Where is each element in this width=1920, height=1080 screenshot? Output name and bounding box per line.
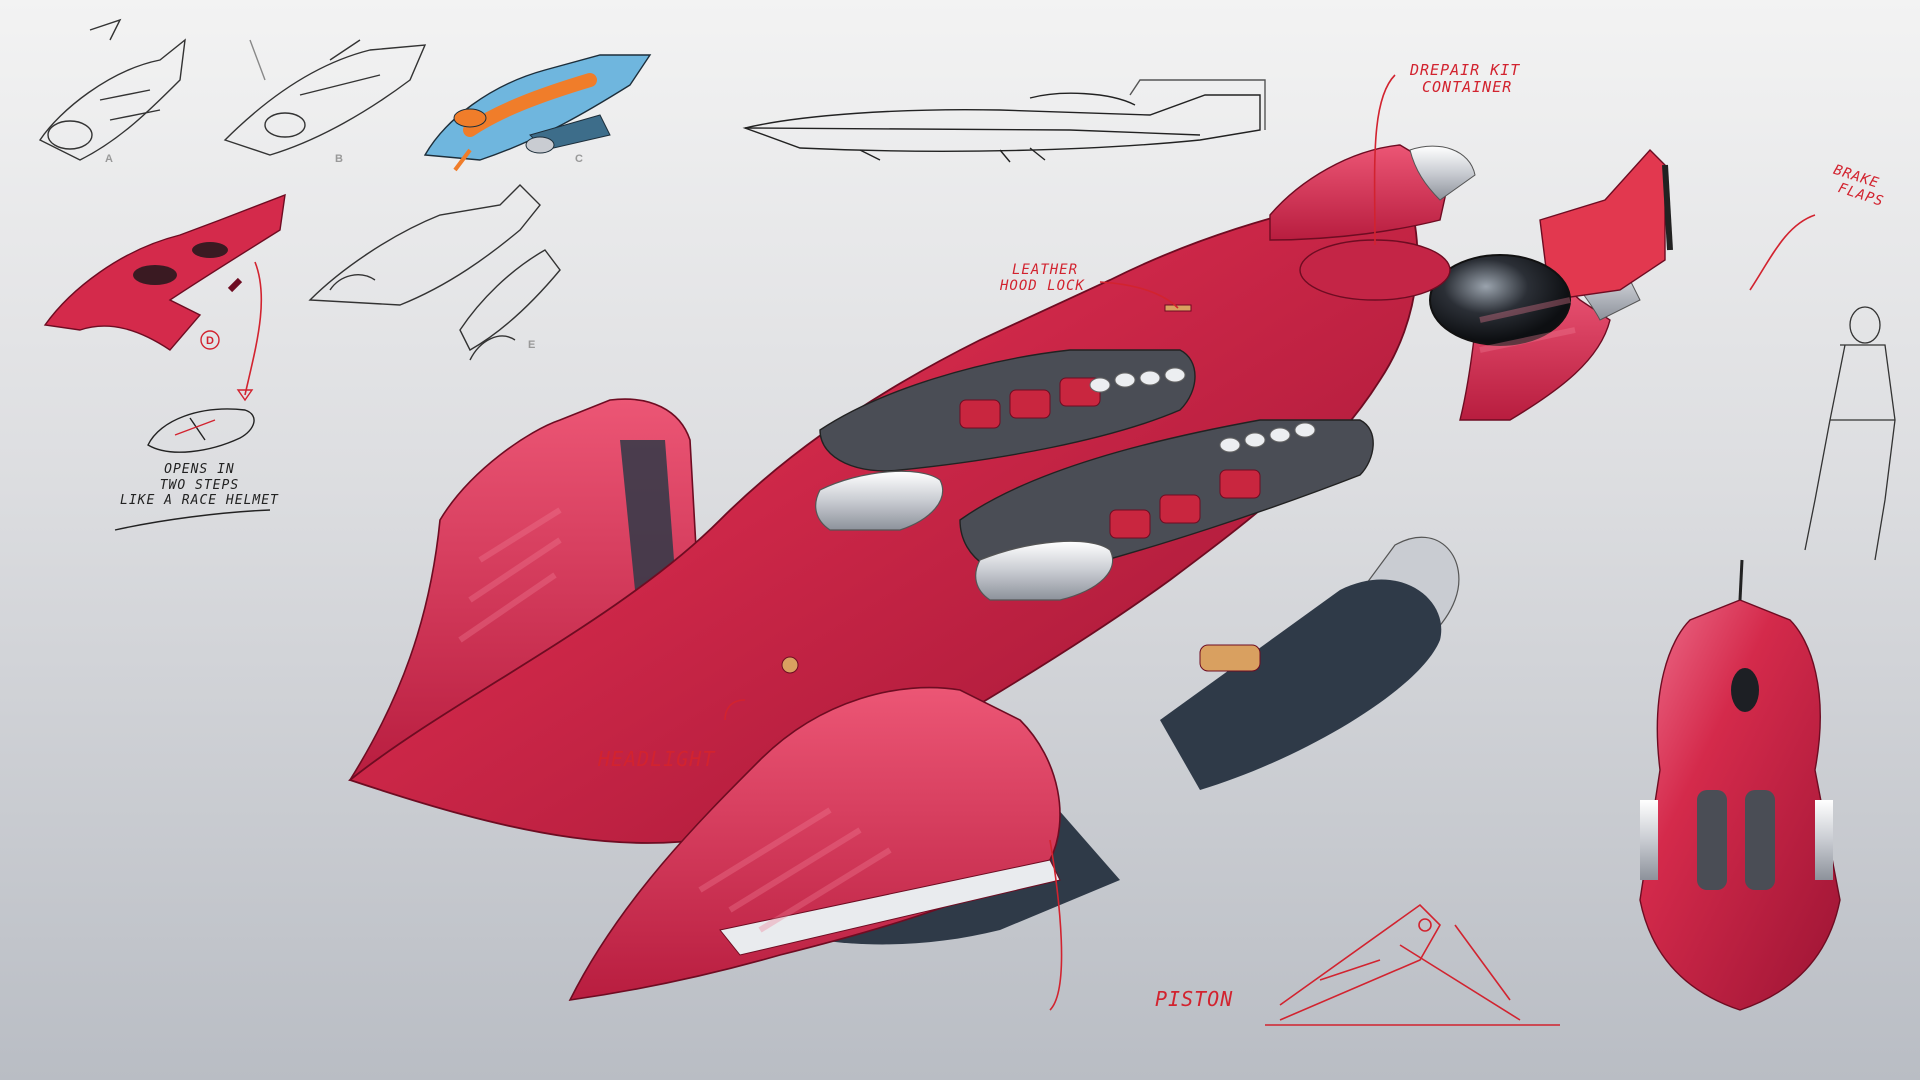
annotation-repair-kit-line2: CONTAINER	[1422, 78, 1513, 97]
sketch-variant-c	[423, 54, 652, 172]
annotation-leaders	[724, 74, 1816, 1011]
arrow-d-to-helmet	[244, 261, 263, 396]
annotation-helmet-note: OPENS IN TWO STEPS LIKE A RACE HELMET	[120, 462, 279, 509]
headlight-right	[1199, 644, 1261, 672]
annotation-leather-line2: HOOD LOCK	[1000, 278, 1085, 295]
annotation-piston: PISTON	[1155, 987, 1234, 1011]
piston-diagram	[1265, 903, 1560, 1026]
annotation-headlight: HEADLIGHT	[598, 747, 716, 771]
sketch-variant-d	[43, 193, 286, 351]
helmet-note-line1: OPENS IN	[164, 462, 235, 477]
sketch-variant-b	[223, 39, 427, 156]
main-ship	[348, 144, 1673, 1002]
variant-letter-b: B	[335, 153, 343, 165]
right-front-wing	[568, 686, 1061, 1002]
repair-kit-hatch	[1299, 239, 1451, 301]
helmet-note-line2: TWO STEPS	[159, 477, 240, 493]
scale-figure-sketch	[1804, 306, 1896, 561]
side-view-sketch	[742, 79, 1266, 163]
variant-letter-d: D	[206, 335, 214, 347]
annotation-leather-hood-lock: LEATHER HOOD LOCK	[1000, 262, 1085, 294]
helmet-note-underline	[114, 509, 271, 531]
annotation-repair-kit-line1: DREPAIR KIT	[1410, 61, 1521, 79]
annotation-leather-line1: LEATHER	[1012, 262, 1079, 278]
annotation-repair-kit: DREPAIR KIT CONTAINER	[1410, 61, 1521, 97]
helmet-note-line3: LIKE A RACE HELMET	[120, 493, 279, 509]
cockpit-canopy	[1429, 254, 1571, 346]
variant-letter-c: C	[575, 153, 583, 165]
headlight-left	[781, 656, 799, 674]
variant-letter-a: A	[105, 153, 113, 165]
sketch-variant-a	[38, 18, 186, 161]
top-down-view	[1639, 559, 1841, 1011]
variant-letter-e: E	[528, 339, 535, 351]
sketch-variant-e	[308, 184, 561, 361]
helmet-canopy-sketch	[147, 408, 255, 453]
